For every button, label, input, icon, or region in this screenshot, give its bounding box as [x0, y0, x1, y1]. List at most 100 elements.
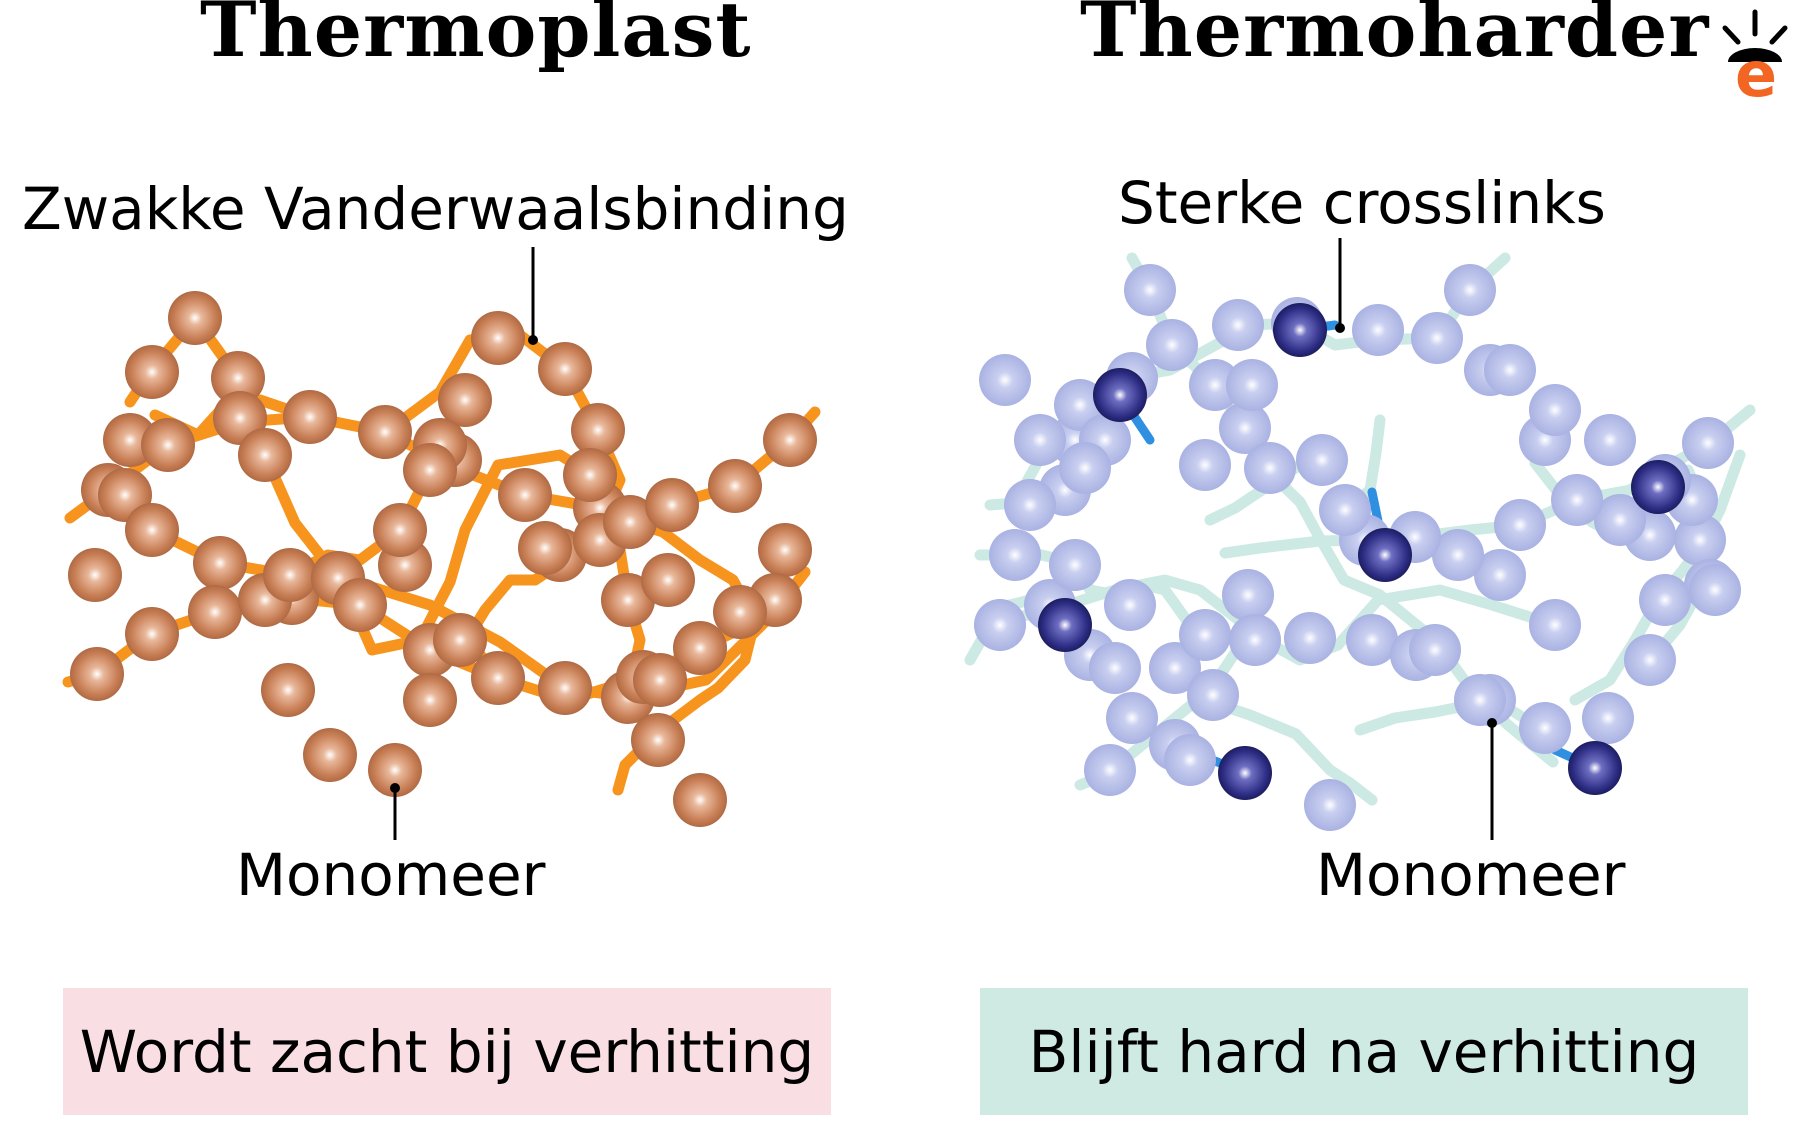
thermoharder-monomer — [1296, 434, 1348, 486]
thermoharder-structure — [964, 238, 1756, 840]
logo-eye-icon — [1728, 48, 1782, 62]
thermoharder-monomer — [1189, 359, 1241, 411]
thermoplast-monomer — [603, 495, 657, 549]
thermoplast-monomer — [633, 653, 687, 707]
crosslink-monomer — [1273, 303, 1327, 357]
thermoplast-monomer — [211, 351, 265, 405]
thermoharder-monomer — [1149, 642, 1201, 694]
thermoplast-monomer — [758, 523, 812, 577]
monomer-label-thermoharder: Monomeer — [1316, 841, 1626, 909]
thermoplast-monomers — [68, 291, 817, 827]
thermoharder-monomer — [1582, 692, 1634, 744]
thermoharder-monomer — [1519, 702, 1571, 754]
thermoplast-monomer — [303, 728, 357, 782]
thermoplast-monomer — [645, 478, 699, 532]
crosslink-monomer — [1358, 528, 1412, 582]
thermoharder-monomer — [974, 599, 1026, 651]
thermoharder-monomer — [1179, 439, 1231, 491]
logo-letter: e — [1735, 38, 1777, 111]
thermoharder-monomer — [1004, 479, 1056, 531]
crosslink-monomer — [1093, 368, 1147, 422]
thermoplast-monomer — [403, 673, 457, 727]
thermoharder-monomer — [1682, 417, 1734, 469]
thermoharder-monomer — [1219, 402, 1271, 454]
thermoplast-monomer — [403, 443, 457, 497]
weak-bond-label: Zwakke Vanderwaalsbinding — [22, 175, 849, 243]
thermoplast-monomer — [263, 548, 317, 602]
crosslink-callout-dot — [1335, 323, 1345, 333]
thermoharder-monomer — [1594, 494, 1646, 546]
thermoharder-monomer — [1089, 642, 1141, 694]
thermoharder-monomer — [1689, 564, 1741, 616]
thermoplast-monomer — [538, 342, 592, 396]
thermoharder-monomer — [1244, 442, 1296, 494]
thermoplast-monomer — [571, 403, 625, 457]
crosslink-monomer — [1568, 741, 1622, 795]
bond-callout-dot — [528, 335, 538, 345]
strong-crosslinks-label: Sterke crosslinks — [1118, 169, 1606, 237]
crosslink-monomer — [1038, 598, 1092, 652]
thermoplast-monomer — [368, 743, 422, 797]
thermoharder-monomer — [1411, 312, 1463, 364]
thermoharder-monomer — [1474, 549, 1526, 601]
crosslink-monomer — [1631, 460, 1685, 514]
thermoharder-monomer — [1084, 744, 1136, 796]
monomer-callout-dot-left — [390, 783, 400, 793]
thermoharder-property-box: Blijft hard na verhitting — [980, 988, 1748, 1115]
thermoplast-monomer — [261, 663, 315, 717]
thermoharder-monomer — [1484, 344, 1536, 396]
thermoharder-monomer — [1146, 319, 1198, 371]
thermoplast-monomer — [438, 373, 492, 427]
thermoplast-property-text: Wordt zacht bij verhitting — [79, 1017, 815, 1086]
thermoplast-monomer — [188, 585, 242, 639]
thermoplast-monomer — [563, 448, 617, 502]
thermoharder-monomer — [1124, 264, 1176, 316]
thermoplast-monomer — [763, 413, 817, 467]
thermoharder-monomer — [989, 529, 1041, 581]
crosslink-monomer — [1218, 746, 1272, 800]
thermoharder-monomer — [979, 354, 1031, 406]
crosslink-monomers — [1038, 303, 1685, 800]
thermoplast-title: Thermoplast — [200, 0, 752, 74]
thermoharder-monomer — [1164, 734, 1216, 786]
thermoharder-monomer — [1494, 499, 1546, 551]
thermoplast-monomer — [673, 773, 727, 827]
thermoharder-monomer — [1187, 669, 1239, 721]
thermoplast-monomer — [708, 459, 762, 513]
thermoharder-monomer — [1674, 514, 1726, 566]
thermoplast-monomer — [193, 536, 247, 590]
thermoharder-monomer — [1352, 304, 1404, 356]
thermoharder-monomer — [1304, 779, 1356, 831]
thermoplast-monomer — [68, 548, 122, 602]
thermoharder-monomer — [1432, 529, 1484, 581]
thermoplast-property-box: Wordt zacht bij verhitting — [63, 988, 831, 1115]
logo-rays — [1722, 9, 1788, 45]
thermoplast-structure — [62, 247, 821, 840]
thermoharder-monomer — [1454, 674, 1506, 726]
monomer-callout-dot-right — [1487, 718, 1497, 728]
thermoplast-monomer — [471, 311, 525, 365]
thermoharder-monomers — [974, 264, 1741, 831]
thermoharder-title: Thermoharder — [1080, 0, 1710, 74]
thermoharder-monomer — [1346, 614, 1398, 666]
thermoharder-monomer — [1319, 484, 1371, 536]
thermoharder-monomer — [1284, 612, 1336, 664]
thermoplast-monomer — [141, 418, 195, 472]
thermoplast-monomer — [333, 578, 387, 632]
thermoharder-monomer — [1014, 414, 1066, 466]
thermoplast-monomer — [238, 428, 292, 482]
brand-logo: e — [1722, 9, 1788, 111]
thermoplast-monomer — [283, 390, 337, 444]
thermoharder-monomer — [1059, 442, 1111, 494]
thermoplast-monomer — [713, 585, 767, 639]
thermoharder-monomer — [1106, 692, 1158, 744]
thermoharder-monomer — [1584, 414, 1636, 466]
thermoharder-monomer — [1222, 569, 1274, 621]
thermoplast-monomer — [70, 647, 124, 701]
thermoplast-monomer — [673, 621, 727, 675]
thermoplast-monomer — [601, 573, 655, 627]
thermoplast-monomer — [168, 291, 222, 345]
thermoplast-monomer — [125, 345, 179, 399]
monomer-label-thermoplast: Monomeer — [236, 841, 546, 909]
